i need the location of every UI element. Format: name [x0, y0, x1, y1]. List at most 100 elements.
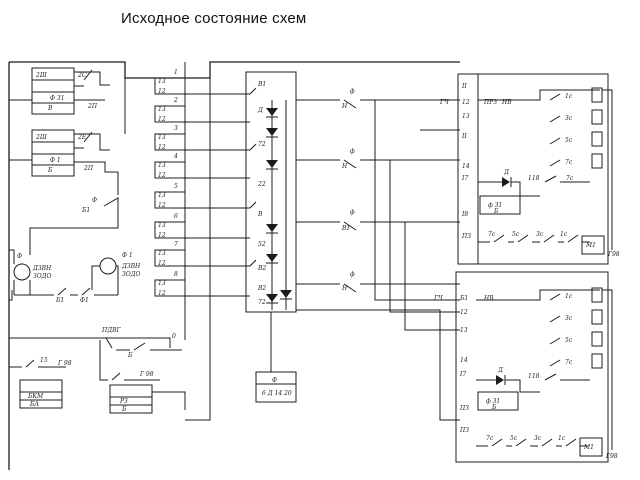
svg-text:8: 8	[174, 271, 178, 278]
right-panel-bottom: ГЧ Б1 НВ 12 13 14 I7 ПЗ ПЗ 1с 3с 5с 7с Д…	[433, 271, 618, 463]
svg-text:7с: 7с	[486, 435, 494, 442]
svg-text:ДЗВН: ДЗВН	[121, 263, 141, 270]
svg-text:ф: ф	[350, 148, 355, 155]
svg-text:В1: В1	[257, 81, 266, 88]
bottom-left-boxes: ПДВГ Б 0 15 Г 98 БКМ БА Г 98 РЗ Б	[9, 327, 186, 414]
svg-text:13: 13	[158, 280, 166, 287]
svg-text:12: 12	[158, 88, 166, 95]
relay-box-2: 2Ш Ф 1 Б 2Е 2П	[31, 129, 118, 177]
svg-text:РЗ: РЗ	[119, 398, 128, 405]
svg-text:5с: 5с	[565, 337, 573, 344]
svg-text:НВ: НВ	[501, 99, 512, 106]
svg-text:7с: 7с	[565, 359, 573, 366]
svg-text:5с: 5с	[510, 435, 518, 442]
svg-text:Б1: Б1	[55, 297, 64, 304]
svg-text:Б1: Б1	[81, 207, 90, 214]
svg-text:Б1: Б1	[459, 295, 468, 302]
svg-text:12: 12	[158, 290, 166, 297]
svg-text:1с: 1с	[565, 293, 573, 300]
svg-text:Д: Д	[497, 367, 503, 374]
svg-text:В2: В2	[257, 265, 266, 272]
svg-text:ф: ф	[350, 88, 355, 95]
svg-text:3: 3	[174, 125, 178, 132]
svg-text:ПЗ: ПЗ	[459, 427, 469, 434]
svg-text:ПЗ: ПЗ	[459, 405, 469, 412]
svg-text:II: II	[461, 83, 467, 90]
svg-text:Б: Б	[47, 167, 53, 174]
svg-text:118: 118	[528, 175, 540, 182]
svg-text:2Ш: 2Ш	[35, 72, 47, 79]
svg-text:Ф: Ф	[272, 377, 277, 384]
svg-text:1с: 1с	[560, 231, 568, 238]
svg-text:5с: 5с	[565, 137, 573, 144]
svg-text:Ф 1: Ф 1	[50, 157, 61, 164]
svg-text:I7: I7	[459, 371, 466, 378]
svg-text:3с: 3с	[565, 315, 573, 322]
svg-text:Б: Б	[493, 208, 499, 215]
phone-switches: фН фН фВ1 фН	[296, 88, 460, 421]
svg-text:72: 72	[258, 299, 266, 306]
svg-text:ГЧ: ГЧ	[433, 295, 443, 302]
svg-text:12: 12	[158, 116, 166, 123]
svg-text:В1: В1	[341, 225, 350, 232]
svg-text:ПРЗ: ПРЗ	[483, 99, 497, 106]
svg-text:6: 6	[174, 213, 178, 220]
svg-text:13: 13	[158, 222, 166, 229]
svg-text:15: 15	[40, 357, 48, 364]
svg-text:118: 118	[528, 373, 540, 380]
svg-text:ГЧ: ГЧ	[439, 99, 449, 106]
svg-text:2С: 2С	[77, 72, 87, 79]
svg-text:I7: I7	[461, 175, 468, 182]
svg-text:13: 13	[158, 106, 166, 113]
svg-text:Ф1: Ф1	[80, 297, 89, 304]
svg-text:II: II	[461, 133, 467, 140]
svg-text:В: В	[47, 105, 53, 112]
svg-text:6 Д 14 20: 6 Д 14 20	[262, 390, 292, 397]
svg-text:ф: ф	[350, 271, 355, 278]
svg-text:7с: 7с	[488, 231, 496, 238]
svg-text:7: 7	[174, 241, 178, 248]
svg-text:12: 12	[158, 260, 166, 267]
svg-text:ПДВГ: ПДВГ	[101, 327, 122, 334]
svg-text:22: 22	[257, 181, 266, 188]
svg-text:13: 13	[158, 78, 166, 85]
svg-text:Г 98: Г 98	[139, 371, 154, 378]
svg-text:7с: 7с	[566, 175, 574, 182]
svg-text:ф 31: ф 31	[486, 398, 500, 405]
svg-text:БА: БА	[29, 401, 39, 408]
svg-text:12: 12	[462, 99, 470, 106]
svg-text:2: 2	[173, 97, 178, 104]
telephone-block: Ф Б1 Ф ДЗВН ЗОДО Ф 1 ДЗВН ЗОДО Б1 Ф1	[9, 172, 141, 304]
svg-text:3с: 3с	[534, 435, 542, 442]
svg-text:ДЗВН: ДЗВН	[32, 265, 52, 272]
svg-text:Б: Б	[121, 406, 127, 413]
svg-text:Ф 31: Ф 31	[50, 95, 65, 102]
svg-text:Д: Д	[503, 169, 509, 176]
svg-text:Ф: Ф	[92, 197, 97, 204]
svg-text:1с: 1с	[565, 93, 573, 100]
svg-text:Г98: Г98	[605, 453, 618, 460]
svg-text:12: 12	[158, 144, 166, 151]
svg-text:72: 72	[258, 141, 266, 148]
svg-text:ЗОДО: ЗОДО	[33, 273, 52, 280]
svg-text:НВ: НВ	[483, 295, 494, 302]
svg-text:2П: 2П	[87, 103, 98, 110]
svg-text:3с: 3с	[536, 231, 544, 238]
svg-text:БКМ: БКМ	[27, 393, 44, 400]
svg-text:Н: Н	[341, 285, 348, 292]
svg-text:0: 0	[172, 333, 176, 340]
svg-text:ПЗ: ПЗ	[461, 233, 471, 240]
svg-text:13: 13	[460, 327, 468, 334]
svg-text:14: 14	[462, 163, 470, 170]
svg-text:Б: Б	[491, 404, 497, 411]
svg-text:12: 12	[158, 172, 166, 179]
central-diode-column: Ф 6 Д 14 20 В1 Д 72 22 В 52 В2 В2 72	[245, 71, 297, 403]
svg-text:Г 98: Г 98	[57, 360, 72, 367]
svg-text:1: 1	[174, 69, 178, 76]
svg-text:М1: М1	[585, 242, 596, 249]
svg-text:Г98: Г98	[607, 251, 620, 258]
svg-text:2П: 2П	[83, 165, 94, 172]
svg-text:3с: 3с	[565, 115, 573, 122]
